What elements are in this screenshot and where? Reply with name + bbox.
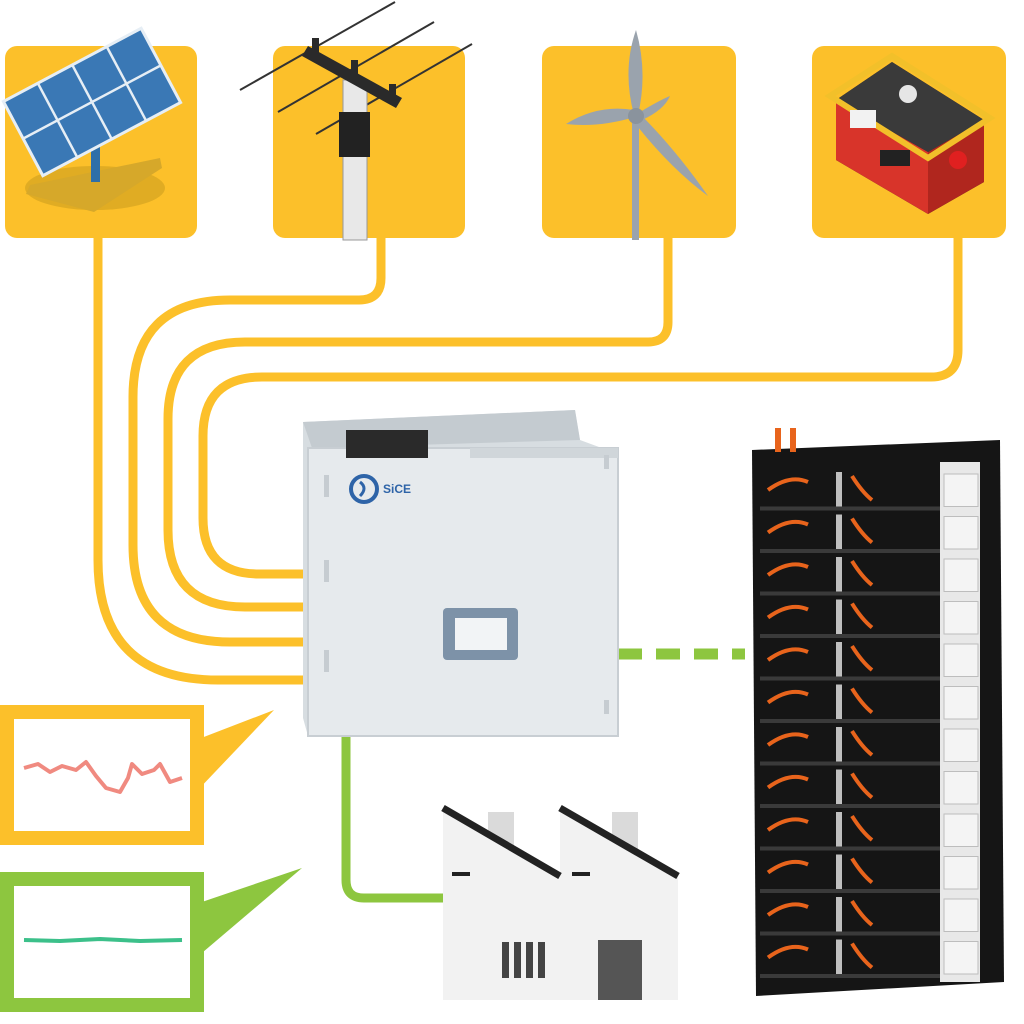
battery-module: [760, 472, 979, 511]
solar-panel-icon: [1, 26, 183, 212]
factory-door: [598, 940, 642, 1000]
source-wind: [542, 30, 736, 240]
factory: [441, 804, 680, 1000]
monitor-unstable-pointer: [196, 710, 274, 792]
cabinet-brand: SiCE: [383, 482, 411, 496]
grid-line: [128, 233, 386, 647]
output-connection-lines: [341, 648, 745, 903]
battery-module: [760, 727, 979, 766]
load-line: [341, 735, 443, 903]
battery-module: [760, 514, 979, 553]
battery-module: [760, 684, 979, 723]
brand-logo-icon: [349, 474, 379, 504]
monitor-unstable-frame: [0, 705, 204, 845]
utility-pole-icon: [239, 1, 473, 241]
monitor-stable: [0, 868, 302, 1012]
generator-line: [198, 233, 963, 579]
battery-module: [760, 642, 979, 681]
battery-rack: [752, 428, 1004, 996]
monitor-stable-pointer: [196, 868, 302, 958]
fluctuating-waveform-icon: [23, 760, 183, 794]
battery-module: [760, 599, 979, 638]
source-solar: [1, 26, 197, 238]
wind-line: [163, 233, 673, 612]
source-generator: [812, 46, 1006, 238]
battery-rack-icon: [752, 428, 1004, 996]
battery-module: [760, 769, 979, 808]
source-grid: [239, 1, 473, 241]
solar-line: [93, 233, 310, 685]
battery-module: [760, 812, 979, 851]
monitor-unstable: [0, 705, 274, 845]
stable-waveform-icon: [23, 937, 183, 943]
factory-icon: [441, 804, 680, 1000]
battery-module: [760, 557, 979, 596]
source-connection-lines: [93, 233, 963, 685]
wind-turbine-icon: [566, 30, 708, 240]
generator-icon: [824, 52, 996, 214]
battery-module: [760, 897, 979, 936]
battery-module: [760, 939, 979, 978]
power-conditioner: SiCE: [303, 410, 619, 737]
power-conditioner-icon: [303, 410, 619, 737]
battery-module: [760, 854, 979, 893]
